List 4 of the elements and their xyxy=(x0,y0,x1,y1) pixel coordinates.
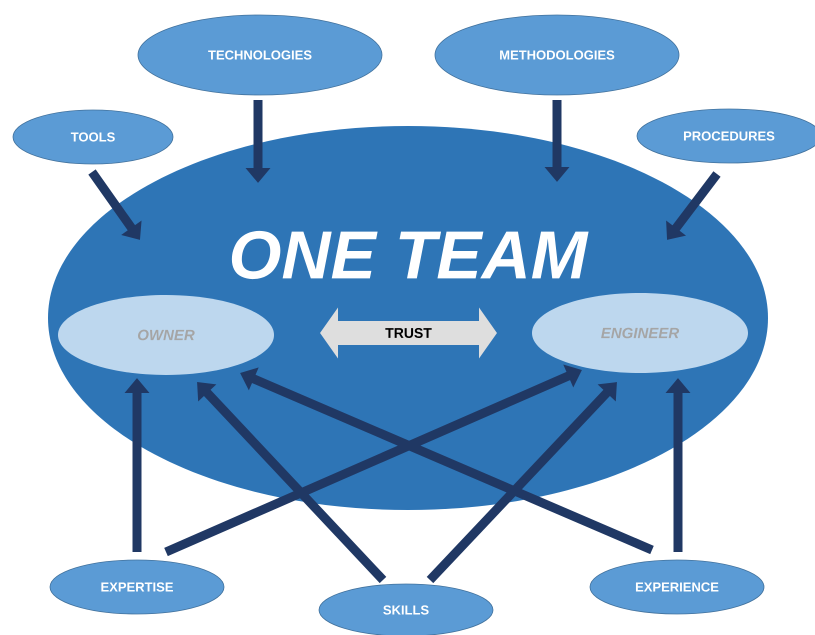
team-title: ONE TEAM xyxy=(232,230,589,280)
edge-label: TRUST xyxy=(384,327,433,339)
arrow xyxy=(426,382,617,584)
arrow xyxy=(197,382,386,584)
